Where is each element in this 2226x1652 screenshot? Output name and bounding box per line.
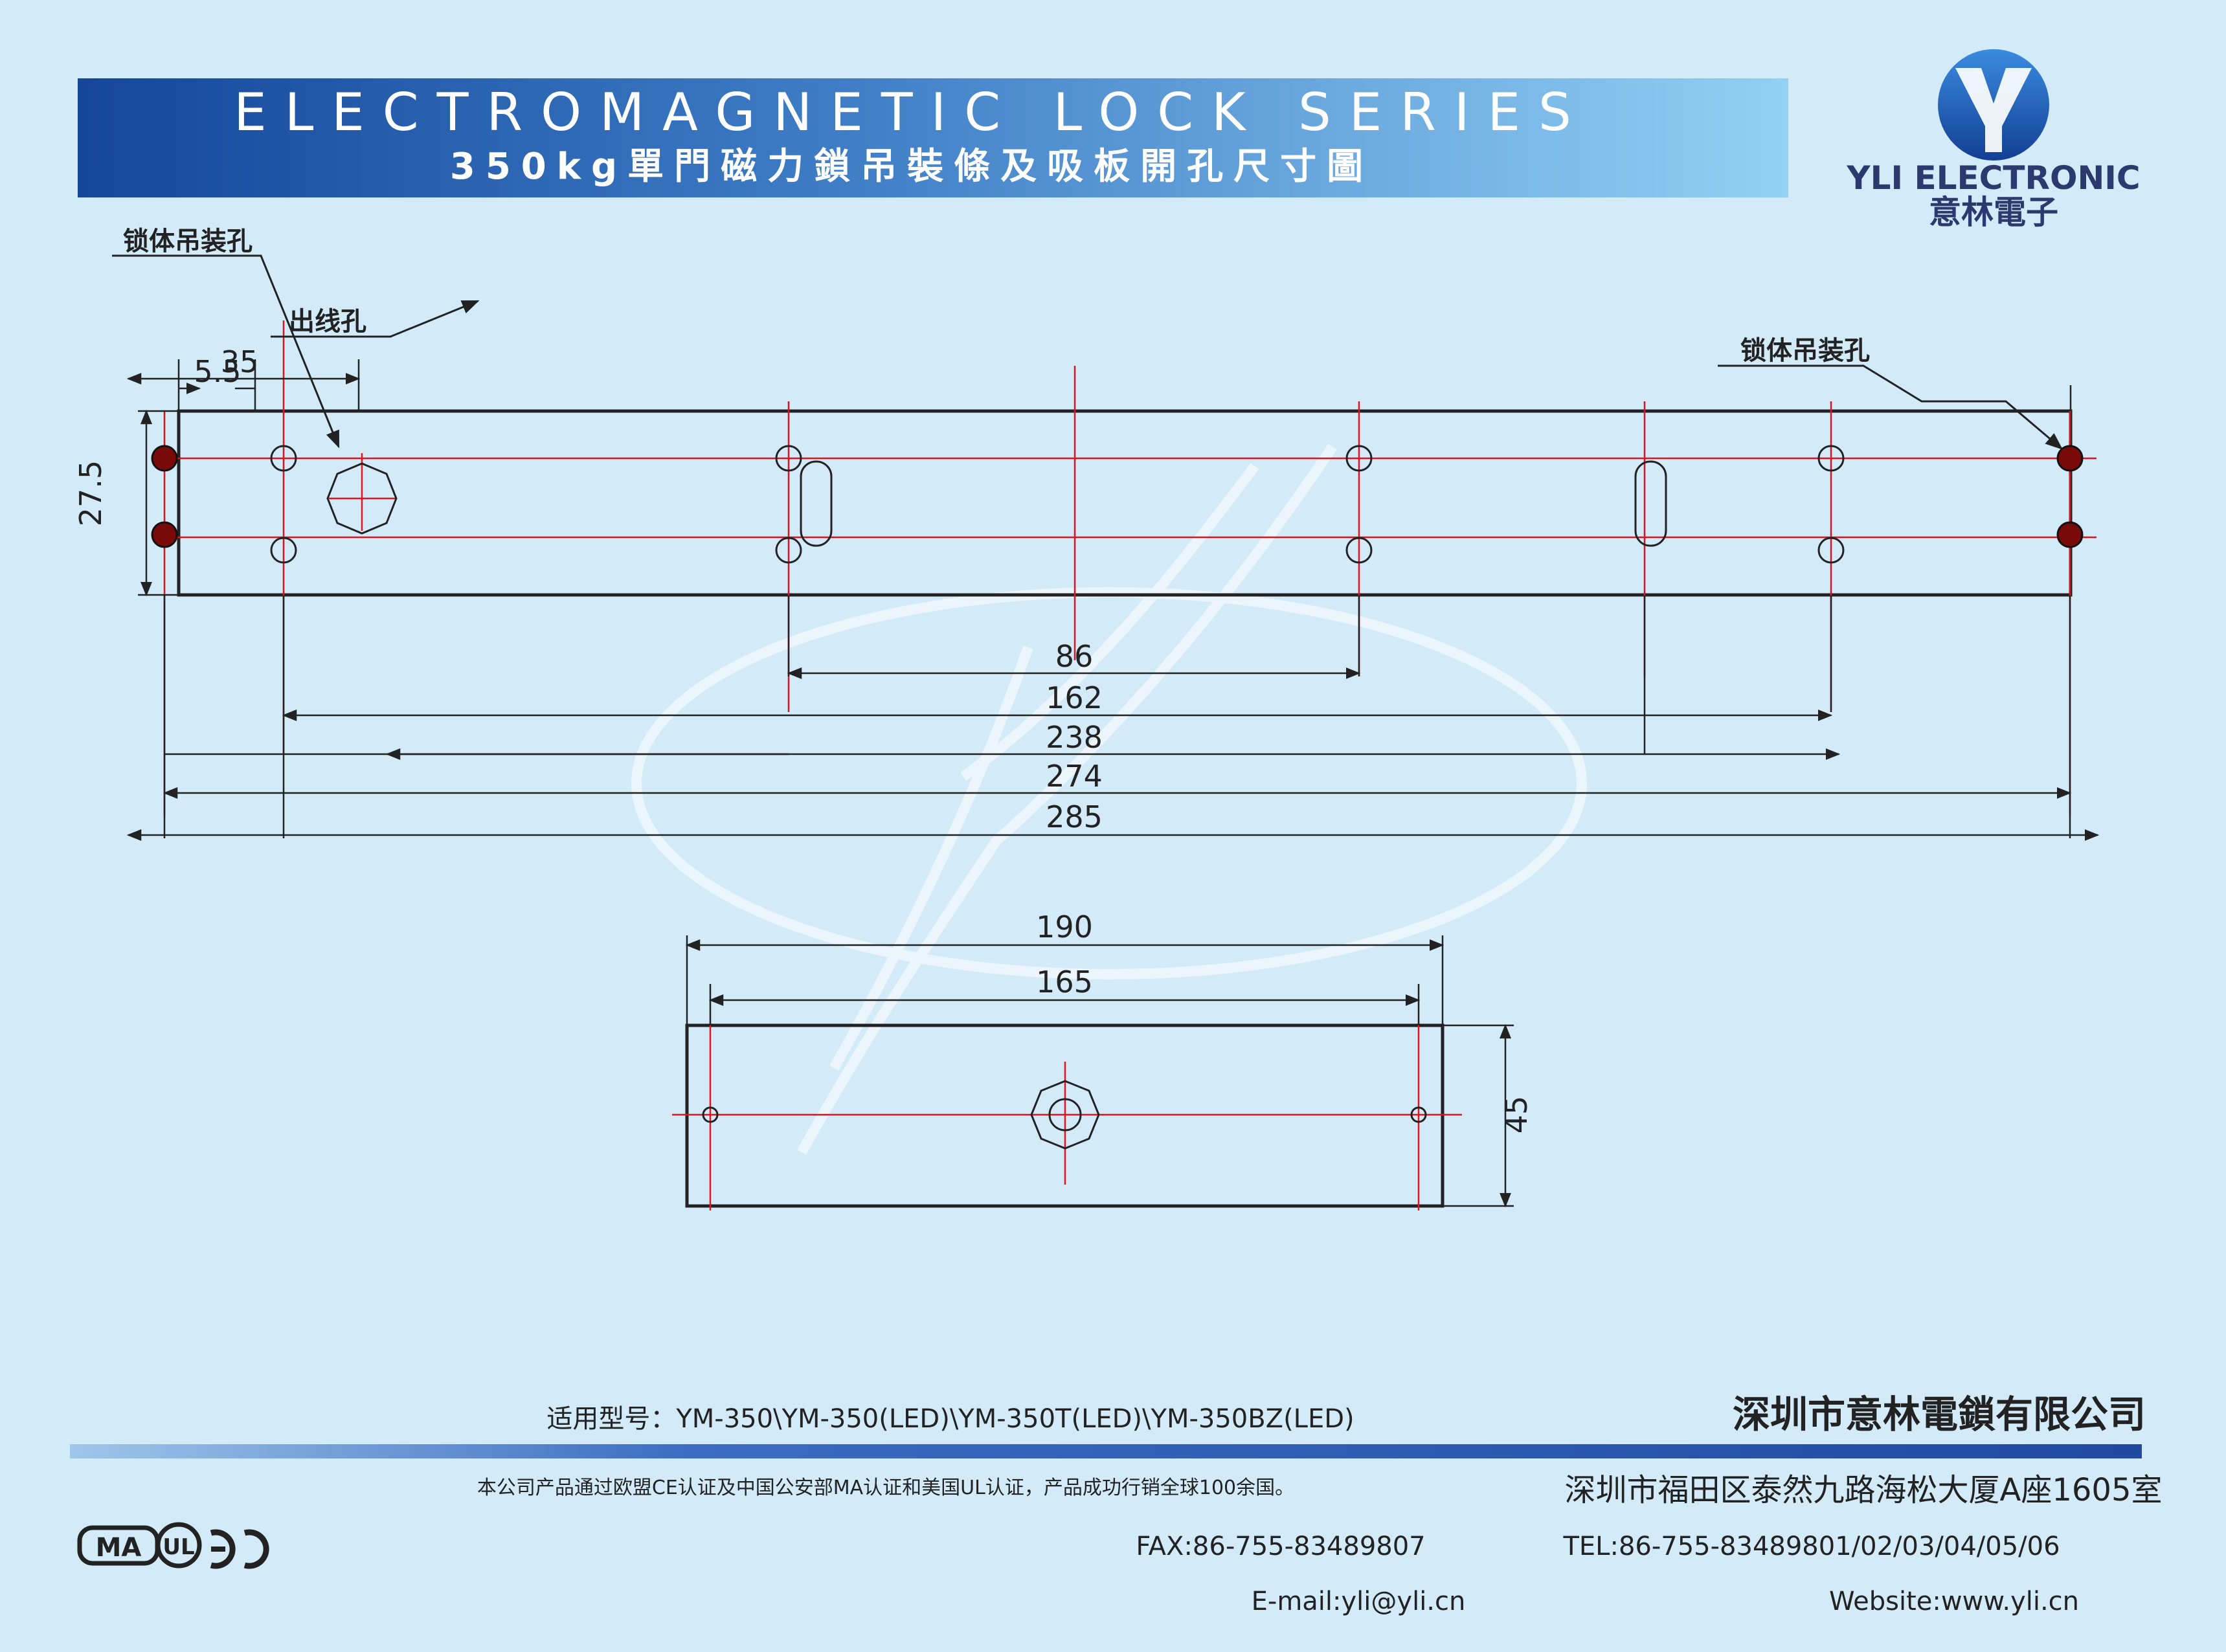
armature-bolt-hole-icon bbox=[1048, 1098, 1082, 1132]
ma-mark-icon: MA bbox=[77, 1525, 160, 1566]
header-banner bbox=[78, 78, 1788, 197]
certification-note: 本公司产品通过欧盟CE认证及中国公安部MA认证和美国UL认证，产品成功行销全球1… bbox=[477, 1477, 1294, 1499]
hole-icon bbox=[1345, 537, 1373, 564]
ul-mark-icon: UL bbox=[155, 1522, 202, 1568]
callout-wire-exit-hole: 出线孔 bbox=[289, 307, 366, 337]
ce-mark-icon: CE bbox=[210, 1528, 269, 1569]
footer: 适用型号：YM-350\YM-350(LED)\YM-350T(LED)\YM-… bbox=[70, 1392, 2163, 1616]
callout-lock-mount-hole-left: 锁体吊装孔 bbox=[123, 227, 253, 256]
mount-hole-icon bbox=[2056, 521, 2084, 548]
dim-165: 165 bbox=[1036, 965, 1093, 999]
plate-callouts bbox=[112, 254, 2063, 450]
plate-holes bbox=[270, 445, 1845, 564]
dim-35: 35 bbox=[221, 344, 259, 379]
hole-icon bbox=[270, 445, 297, 472]
dim-238: 238 bbox=[1046, 720, 1103, 755]
brand-name-cn: 意林電子 bbox=[1929, 194, 2058, 231]
company-name: 深圳市意林電鎖有限公司 bbox=[1733, 1392, 2146, 1436]
hole-icon bbox=[1817, 537, 1845, 564]
callout-lock-mount-hole-right: 锁体吊装孔 bbox=[1740, 336, 1870, 366]
armature-hole-icon bbox=[1410, 1106, 1427, 1123]
armature-hole-icon bbox=[702, 1106, 719, 1123]
dim-162: 162 bbox=[1046, 680, 1103, 715]
hole-icon bbox=[1345, 445, 1373, 472]
company-fax: FAX:86-755-83489807 bbox=[1136, 1532, 1425, 1561]
applicable-models: 适用型号：YM-350\YM-350(LED)\YM-350T(LED)\YM-… bbox=[546, 1404, 1354, 1434]
armature-bolt-icon bbox=[1030, 1080, 1100, 1150]
slot-hole-icon bbox=[800, 460, 833, 547]
ma-mark-label: MA bbox=[96, 1533, 142, 1563]
company-website: Website:www.yli.cn bbox=[1829, 1587, 2079, 1616]
series-title: ELECTROMAGNETIC LOCK SERIES bbox=[234, 82, 1590, 142]
hole-icon bbox=[775, 445, 802, 472]
wire-exit-hole-icon bbox=[326, 462, 398, 535]
plate-dimension-lines bbox=[126, 373, 2100, 841]
plate-dimension-labels: 86 162 238 274 285 35 5.5 27.5 bbox=[73, 344, 1103, 834]
dim-27-5: 27.5 bbox=[73, 460, 108, 526]
hole-icon bbox=[775, 537, 802, 564]
watermark-logo bbox=[631, 443, 1587, 1155]
mount-hole-icon bbox=[151, 521, 178, 548]
mounting-plate-outline bbox=[177, 409, 2073, 597]
dim-274: 274 bbox=[1046, 759, 1103, 794]
plate-extension-lines bbox=[138, 359, 2072, 838]
armature-plate-drawing: 190 165 45 bbox=[672, 910, 1534, 1211]
dim-285: 285 bbox=[1046, 799, 1103, 834]
footer-divider-bar bbox=[70, 1444, 2142, 1458]
brand-name-en: YLI ELECTRONIC bbox=[1846, 159, 2140, 197]
dim-45: 45 bbox=[1499, 1096, 1534, 1134]
slot-hole-icon bbox=[1634, 460, 1667, 547]
company-tel: TEL:86-755-83489801/02/03/04/05/06 bbox=[1562, 1532, 2060, 1561]
mount-hole-icon bbox=[151, 445, 178, 472]
lock-mount-holes bbox=[151, 445, 2084, 548]
mounting-plate-drawing: 86 162 238 274 285 35 5.5 27.5 锁体吊装孔 出线孔… bbox=[73, 227, 2100, 841]
subtitle: 350kg單門磁力鎖吊裝條及吸板開孔尺寸圖 bbox=[450, 146, 1373, 188]
dim-5-5: 5.5 bbox=[194, 354, 241, 389]
plate-callout-labels: 锁体吊装孔 出线孔 锁体吊装孔 bbox=[123, 227, 1870, 366]
mount-hole-icon bbox=[2056, 445, 2084, 472]
brand-logo-y-icon bbox=[1955, 68, 2032, 152]
company-address: 深圳市福田区泰然九路海松大厦A座1605室 bbox=[1565, 1472, 2163, 1508]
armature-plate-outline bbox=[685, 1023, 1445, 1208]
hole-icon bbox=[1817, 445, 1845, 472]
company-email: E-mail:yli@yli.cn bbox=[1252, 1587, 1466, 1616]
ce-mark-label: CE bbox=[262, 1528, 263, 1530]
ul-mark-label: UL bbox=[163, 1534, 194, 1560]
dim-86: 86 bbox=[1055, 639, 1094, 674]
plate-centerlines bbox=[163, 320, 2097, 816]
brand-logo: YLI ELECTRONIC 意林電子 bbox=[1846, 49, 2141, 231]
hole-icon bbox=[270, 537, 297, 564]
dim-190: 190 bbox=[1036, 910, 1093, 944]
